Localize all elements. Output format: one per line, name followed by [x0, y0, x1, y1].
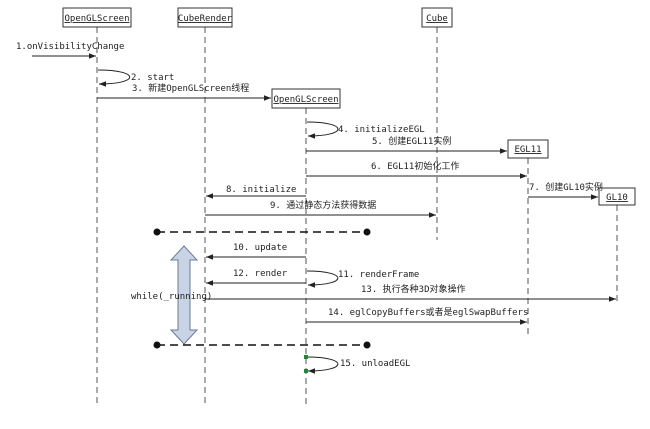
participant-label: OpenGLScreen: [64, 14, 129, 24]
participant-egl11: EGL11: [507, 139, 549, 159]
participant-gl10: GL10: [598, 187, 636, 206]
participant-label: OpenGLScreen: [273, 95, 338, 105]
participant-cube: Cube: [421, 7, 453, 28]
loop-top-bar: [153, 228, 371, 236]
message-11-arrow: [306, 270, 339, 288]
loop-repeat-arrow-icon: [169, 245, 199, 345]
message-9-label: 9. 通过静态方法获得数据: [270, 199, 376, 211]
participant-label: Cube: [426, 14, 448, 24]
message-14-label: 14. eglCopyBuffers或者是eglSwapBuffers: [328, 306, 528, 318]
message-15-arrow: [306, 356, 339, 374]
participant-openglscreen-thread: OpenGLScreen: [271, 88, 341, 109]
message-5-label: 5. 创建EGL11实例: [372, 135, 451, 147]
message-3-label: 3. 新建OpenGLScreen线程: [132, 82, 249, 94]
message-2-label: 2. start: [131, 73, 174, 83]
message-12-label: 12. render: [233, 269, 288, 279]
selection-handle-icon: [304, 355, 308, 359]
message-2-arrow: [97, 69, 131, 87]
participant-label: EGL11: [514, 145, 541, 155]
message-1-label: 1.onVisibilityChange: [16, 42, 124, 52]
message-11-label: 11. renderFrame: [338, 270, 419, 280]
participant-cuberender: CubeRender: [177, 7, 233, 28]
message-4-arrow: [306, 121, 339, 139]
participant-openglscreen-main: OpenGLScreen: [62, 7, 132, 28]
message-8-label: 8. initialize: [226, 185, 296, 195]
message-4-label: 4. initializeEGL: [338, 125, 425, 135]
message-13-label: 13. 执行各种3D对象操作: [361, 283, 466, 295]
loop-condition-label: while(_running): [131, 292, 212, 302]
message-15-label: 15. unloadEGL: [340, 359, 410, 369]
participant-label: CubeRender: [178, 14, 233, 24]
message-7-label: 7. 创建GL10实例: [529, 181, 603, 193]
message-6-label: 6. EGL11初始化工作: [371, 160, 459, 172]
selection-handle-icon: [304, 369, 308, 373]
message-10-label: 10. update: [233, 243, 287, 253]
loop-bottom-bar: [153, 341, 371, 349]
participant-label: GL10: [606, 193, 628, 203]
